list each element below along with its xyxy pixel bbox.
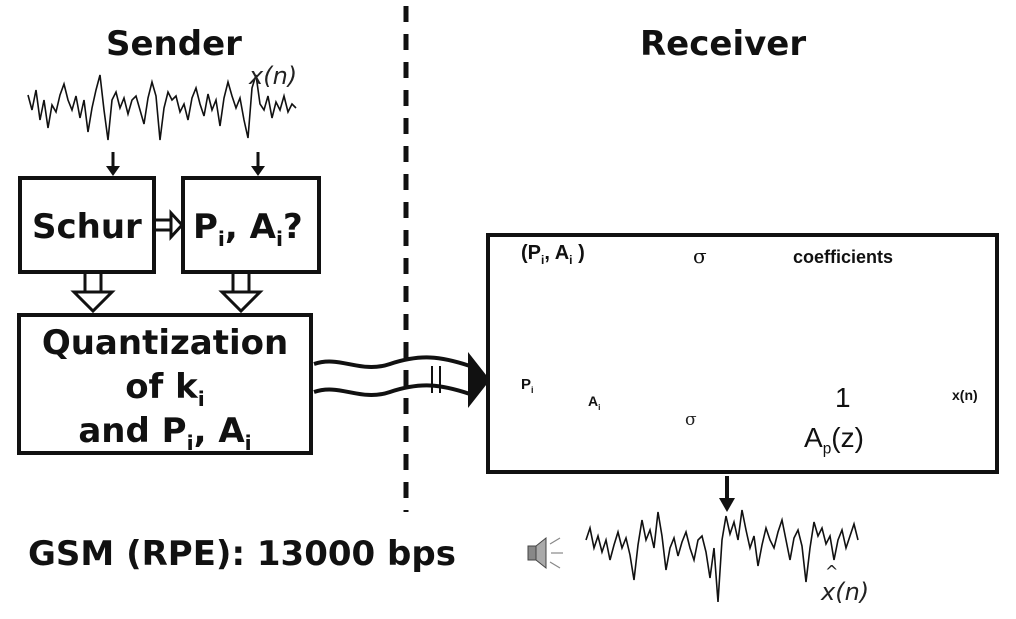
quantization-label-line2: of ki <box>125 367 205 411</box>
receiver-title: Receiver <box>640 24 807 64</box>
schur-to-quant-arrow <box>70 272 116 314</box>
reconstructed-waveform <box>585 509 859 603</box>
filter-denominator: Ap(z) <box>804 422 864 458</box>
pa-to-quant-arrow <box>218 272 264 314</box>
bitrate-label: GSM (RPE): 13000 bps <box>28 534 456 574</box>
schur-label: Schur <box>32 207 142 247</box>
reconstructed-signal-label: x(n) <box>821 578 870 606</box>
quantization-label-line3: and Pi, Ai <box>78 411 252 455</box>
sender-title: Sender <box>106 24 242 64</box>
schur-to-pa-arrow <box>155 209 185 241</box>
filter-numerator: 1 <box>835 382 851 413</box>
input-waveform <box>27 74 297 141</box>
input-signal-label: x(n) <box>249 62 298 90</box>
pulse-position-label: Pi <box>521 376 534 395</box>
receiver-box <box>486 233 999 474</box>
speaker-icon <box>527 536 563 570</box>
quantization-box: Quantization of ki and Pi, Ai <box>17 313 313 455</box>
transmission-channel <box>313 352 490 408</box>
pulse-param-label: Pi, Ai? <box>193 207 303 251</box>
params-input-label: (Pi, Ai ) <box>521 242 585 267</box>
coefficients-label: coefficients <box>793 247 894 267</box>
schur-box: Schur <box>18 176 156 274</box>
reconstructed-hat: ^ <box>825 562 839 581</box>
pulse-param-search-box: Pi, Ai? <box>181 176 321 274</box>
sigma-input-label: σ <box>693 244 707 268</box>
pulse-amplitude-label: Ai <box>588 393 601 412</box>
gain-sigma-label: σ <box>685 410 697 430</box>
output-signal-label: x(n) <box>952 387 978 403</box>
quantization-label-line1: Quantization <box>41 323 289 363</box>
